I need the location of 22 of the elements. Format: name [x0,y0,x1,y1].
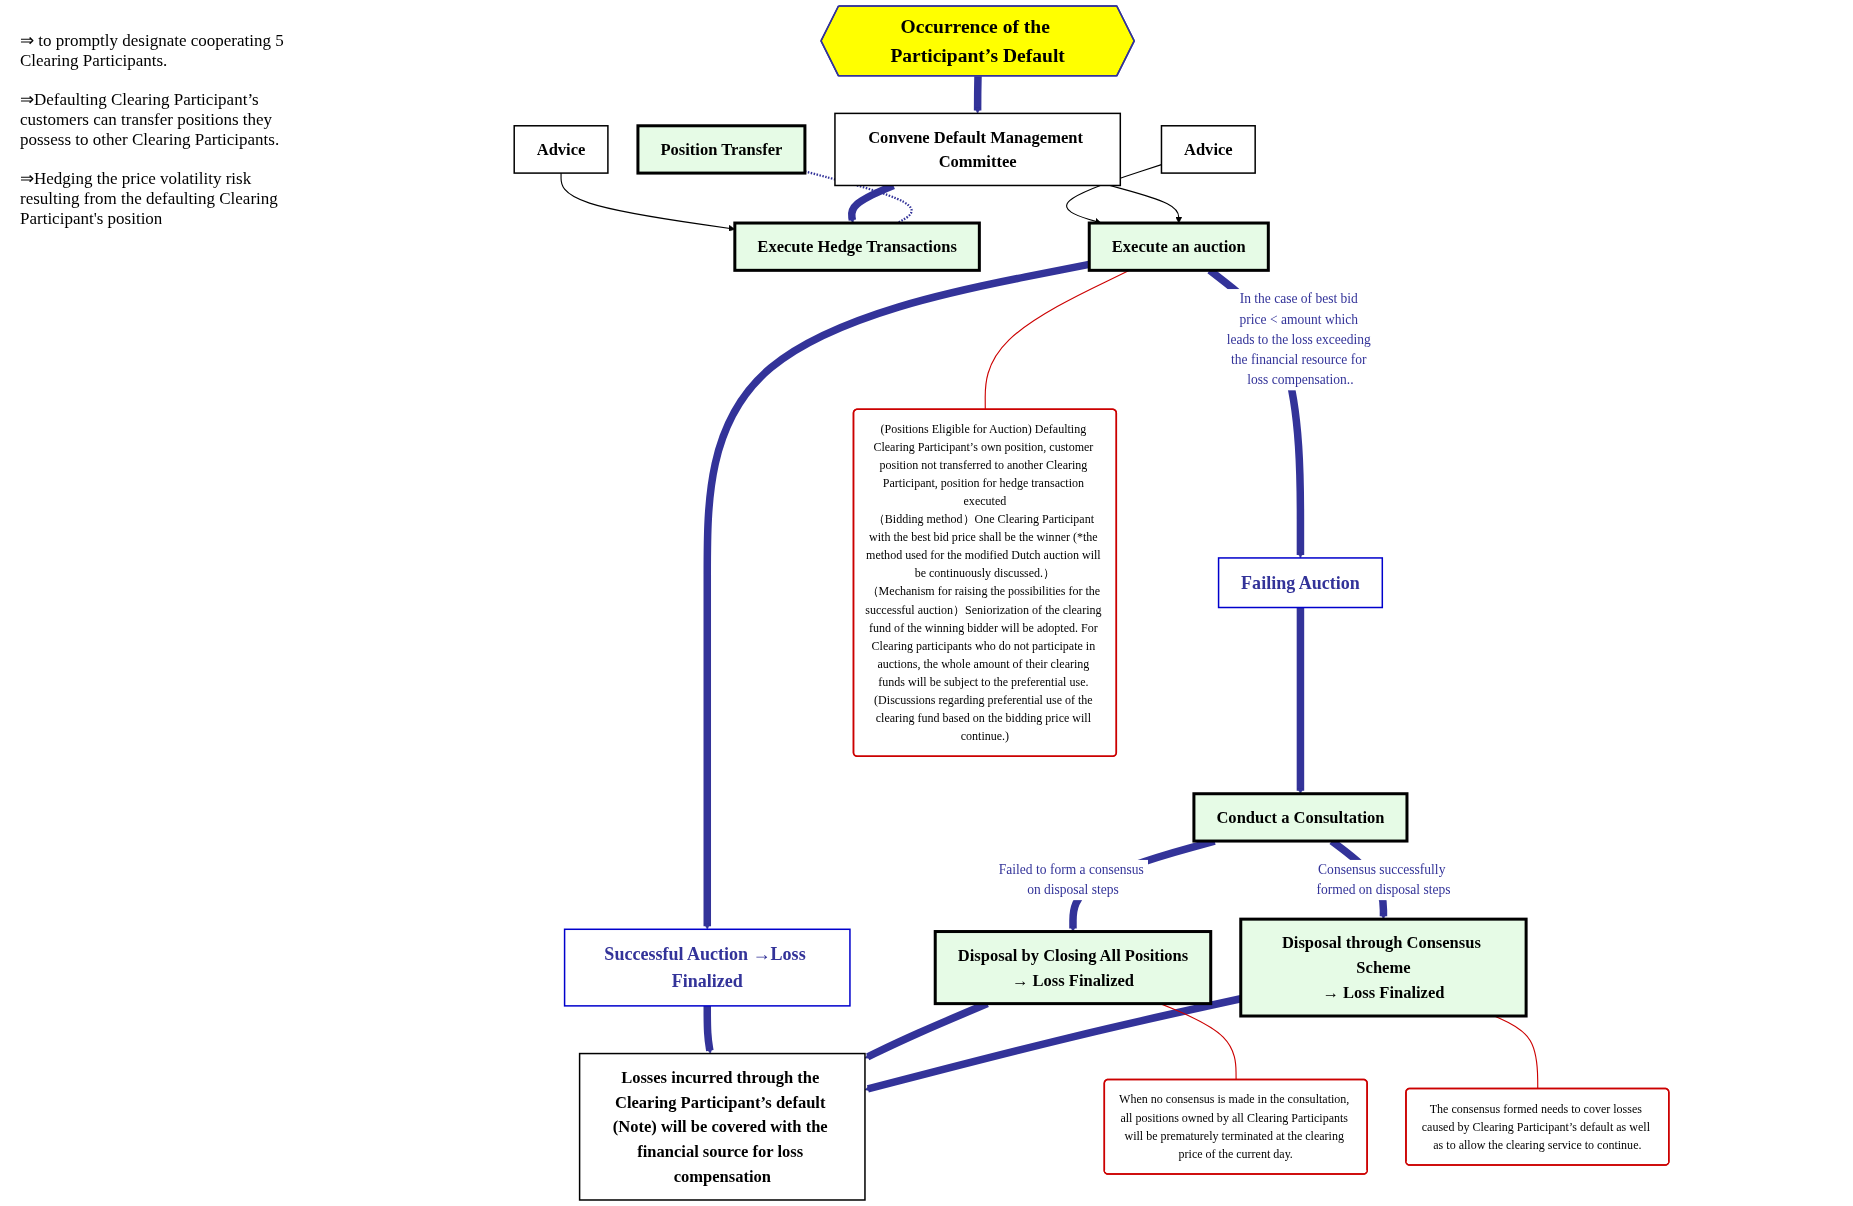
node-box: Conduct a Consultation [1192,792,1409,843]
arrow [973,75,982,114]
arrow [703,1005,714,1054]
node-box: Convene Default Management Committee [834,112,1122,187]
note-text: ⇒Defaulting Clearing Participant’s customers can transfer positions they possess to other Clearing Participants. [20,89,281,150]
node-box: Failing Auction [1217,557,1384,609]
edge-label: In the case of best bid price < amount which leads to the loss exceeding the financial resource for loss compensation.. [1226,291,1371,388]
note-text: ⇒Hedging the price volatility risk resulting from the defaulting Clearing Participant's position [20,168,279,229]
node-box: Losses incurred through the Clearing Participant’s default (Note) will be covered with the financial source for loss compensation [578,1052,866,1201]
node-box: Execute an auction [1087,221,1270,272]
node-box: Disposal through Consensus Scheme → Loss Finalized [1239,917,1528,1018]
note-text: ⇒ to promptly designate cooperating 5 Clearing Participants. [20,30,285,71]
node-box: Advice [1160,125,1256,174]
node-box: Advice [513,125,609,174]
edge-label: Consensus successfully formed on disposal steps [1316,862,1451,898]
arrow [703,260,1090,930]
node-box: Position Transfer [636,124,807,175]
node-box: Successful Auction →Loss Finalized [563,928,851,1007]
node-box: Execute Hedge Transactions [733,221,981,272]
arrow [1296,607,1305,795]
node-box: Disposal by Closing All Positions → Loss Finalized [933,930,1213,1006]
edge-label: Failed to form a consensus on disposal steps [998,862,1144,898]
